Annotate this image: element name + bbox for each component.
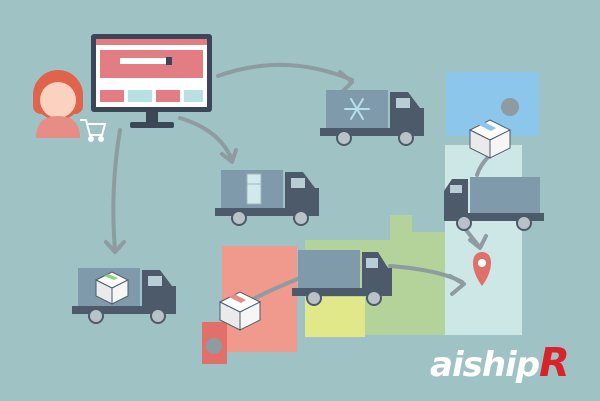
parcel-box [94, 271, 130, 305]
brand-name-prefix: aiship [430, 345, 540, 385]
parcel-box-red-zone [218, 291, 262, 331]
arrow-heads [104, 70, 488, 296]
screen-header-bar [96, 39, 207, 45]
monitor-base [130, 122, 174, 128]
delivery-truck-right [444, 177, 544, 231]
refrigerated-truck [320, 90, 424, 146]
brand-logo: aishipR [430, 340, 590, 386]
screen-card-2 [128, 90, 152, 102]
arrowhead-parcel [104, 240, 126, 254]
arrow-to-refrigerated-truck [216, 63, 354, 82]
monitor-stand [146, 111, 158, 123]
arrowhead-pin-left [448, 274, 466, 296]
shopper-avatar [33, 70, 83, 138]
arrowhead-refrigerated [338, 70, 354, 94]
snowflake-icon [344, 98, 370, 120]
shopper-face [40, 82, 76, 118]
brand-name-suffix: R [539, 340, 570, 386]
arrow-to-parcel-truck [111, 128, 122, 252]
arrowhead-fridge [220, 148, 238, 164]
shopping-cart-icon [80, 119, 107, 142]
zone-marker-blue [501, 98, 519, 116]
screen-search-box [120, 58, 170, 64]
screen-card-1 [100, 90, 124, 102]
arrow-to-fridge-truck [178, 116, 234, 162]
fridge-truck [215, 170, 319, 226]
zone-marker-red [206, 338, 222, 354]
shopper-body [36, 116, 80, 138]
brand-name: aishipR [430, 340, 570, 386]
fridge-icon [246, 173, 262, 205]
screen-card-4 [184, 90, 203, 102]
location-pin-icon [473, 252, 491, 286]
screen-search-button [166, 57, 172, 65]
delivery-truck-middle [292, 250, 392, 306]
screen-card-3 [156, 90, 180, 102]
parcel-box-blue-zone [468, 119, 512, 159]
desktop-monitor [91, 34, 212, 128]
parcel-truck [72, 268, 176, 324]
arrowhead-pin-top [468, 234, 488, 250]
